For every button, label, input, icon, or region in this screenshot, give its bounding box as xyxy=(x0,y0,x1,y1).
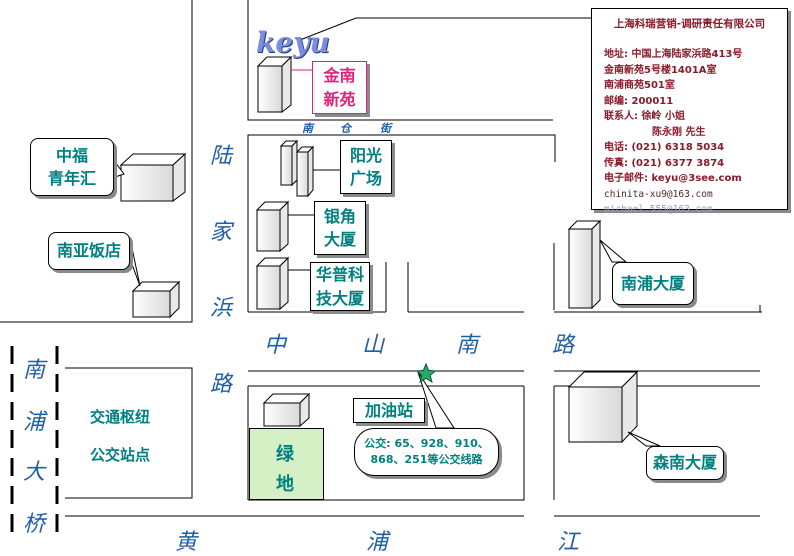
company-name: 上海科瑞营销-调研责任有限公司 xyxy=(613,18,766,30)
bridge-nanpu-1: 南 xyxy=(23,358,46,383)
email-label: 电子邮件: keyu@3see.com xyxy=(604,173,742,184)
green-area-label-1: 绿 xyxy=(276,444,294,465)
label-gas-station: 加油站 xyxy=(353,398,425,423)
river-huangpu-2: 浦 xyxy=(366,530,389,555)
green-area-label-2: 地 xyxy=(276,474,294,495)
label-jinnan-line2: 新苑 xyxy=(323,89,356,109)
bridge-nanpu-4: 桥 xyxy=(23,512,46,537)
label-nanya: 南亚饭店 xyxy=(48,232,130,270)
label-zhongfu-line2: 青年汇 xyxy=(47,169,96,188)
company-info-box: 上海科瑞营销-调研责任有限公司 地址: 中国上海陆家浜路413号 金南新苑5号楼… xyxy=(591,8,788,215)
street-zhongshan-3: 南 xyxy=(456,333,479,358)
address-line-3: 南浦商苑501室 xyxy=(604,80,675,91)
keyu-logo: keyu xyxy=(256,26,330,59)
street-edge xyxy=(0,0,193,323)
label-nanpu: 南浦大厦 xyxy=(612,262,694,305)
street-lujiabang-3: 浜 xyxy=(210,296,233,321)
bus-lines-bubble: 公交: 65、928、910、 868、251等公交线路 xyxy=(354,428,499,476)
bridge-nanpu-2: 浦 xyxy=(23,410,46,435)
postcode: 邮编: 200011 xyxy=(604,95,674,107)
label-jinnan: 金南新苑 xyxy=(312,61,367,114)
label-yinjiao: 银角大厦 xyxy=(314,201,366,255)
street-zhongshan-1: 中 xyxy=(264,333,287,358)
street-edge xyxy=(247,0,553,121)
label-yinjiao-line2: 大厦 xyxy=(323,230,356,249)
contact-line-1: 联系人: 徐岭 小姐 xyxy=(604,111,685,122)
label-nanpu-line1: 南浦大厦 xyxy=(620,273,685,293)
street-lujiabang-2: 家 xyxy=(210,220,233,245)
label-huapu: 华普科技大厦 xyxy=(310,262,370,311)
label-huapu-line2: 技大厦 xyxy=(315,288,364,308)
street-lujiabang-1: 陆 xyxy=(210,144,233,169)
label-gas-station-line1: 加油站 xyxy=(364,400,413,420)
bus-stop-label: 公交站点 xyxy=(90,446,151,464)
contact-line-2: 陈永刚 先生 xyxy=(652,126,706,138)
street-nancang-2: 仓 xyxy=(340,122,351,135)
label-sennan: 森南大厦 xyxy=(646,446,724,480)
address-line-1: 地址: 中国上海陆家浜路413号 xyxy=(604,49,743,60)
phone: 电话: (021) 6318 5034 xyxy=(604,142,725,153)
river-huangpu-1: 黄 xyxy=(175,530,198,555)
label-jinnan-line1: 金南 xyxy=(323,66,356,86)
label-zhongfu-line1: 中福 xyxy=(55,145,88,165)
bus-lines-1: 公交: 65、928、910、 xyxy=(364,437,489,450)
street-zhongshan-2: 山 xyxy=(362,333,385,358)
address-line-2: 金南新苑5号楼1401A室 xyxy=(604,64,717,76)
transit-hub-label: 交通枢纽 xyxy=(90,408,151,426)
label-yangguang: 阳光广场 xyxy=(340,140,392,194)
label-sennan-line1: 森南大厦 xyxy=(652,453,717,473)
bridge-nanpu-3: 大 xyxy=(23,460,46,485)
label-zhongfu: 中福青年汇 xyxy=(30,138,114,196)
email-1[interactable]: chinita-xu9@163.com xyxy=(604,188,713,200)
bus-lines-2: 868、251等公交线路 xyxy=(370,453,483,466)
street-nancang-3: 街 xyxy=(380,122,391,135)
river-huangpu-3: 江 xyxy=(557,530,580,555)
label-yinjiao-line1: 银角 xyxy=(323,206,356,226)
label-nanya-line1: 南亚饭店 xyxy=(56,241,121,261)
email-2[interactable]: michael.555@163.com xyxy=(604,204,713,215)
street-zhongshan-4: 路 xyxy=(552,333,575,358)
street-lujiabang-4: 路 xyxy=(210,372,233,397)
fax: 传真: (021) 6377 3874 xyxy=(604,157,725,169)
label-yangguang-line1: 阳光 xyxy=(349,145,382,165)
green-area xyxy=(249,428,324,500)
street-nancang-1: 南 xyxy=(302,122,313,135)
label-yangguang-line2: 广场 xyxy=(349,169,382,188)
label-huapu-line1: 华普科 xyxy=(315,265,364,285)
